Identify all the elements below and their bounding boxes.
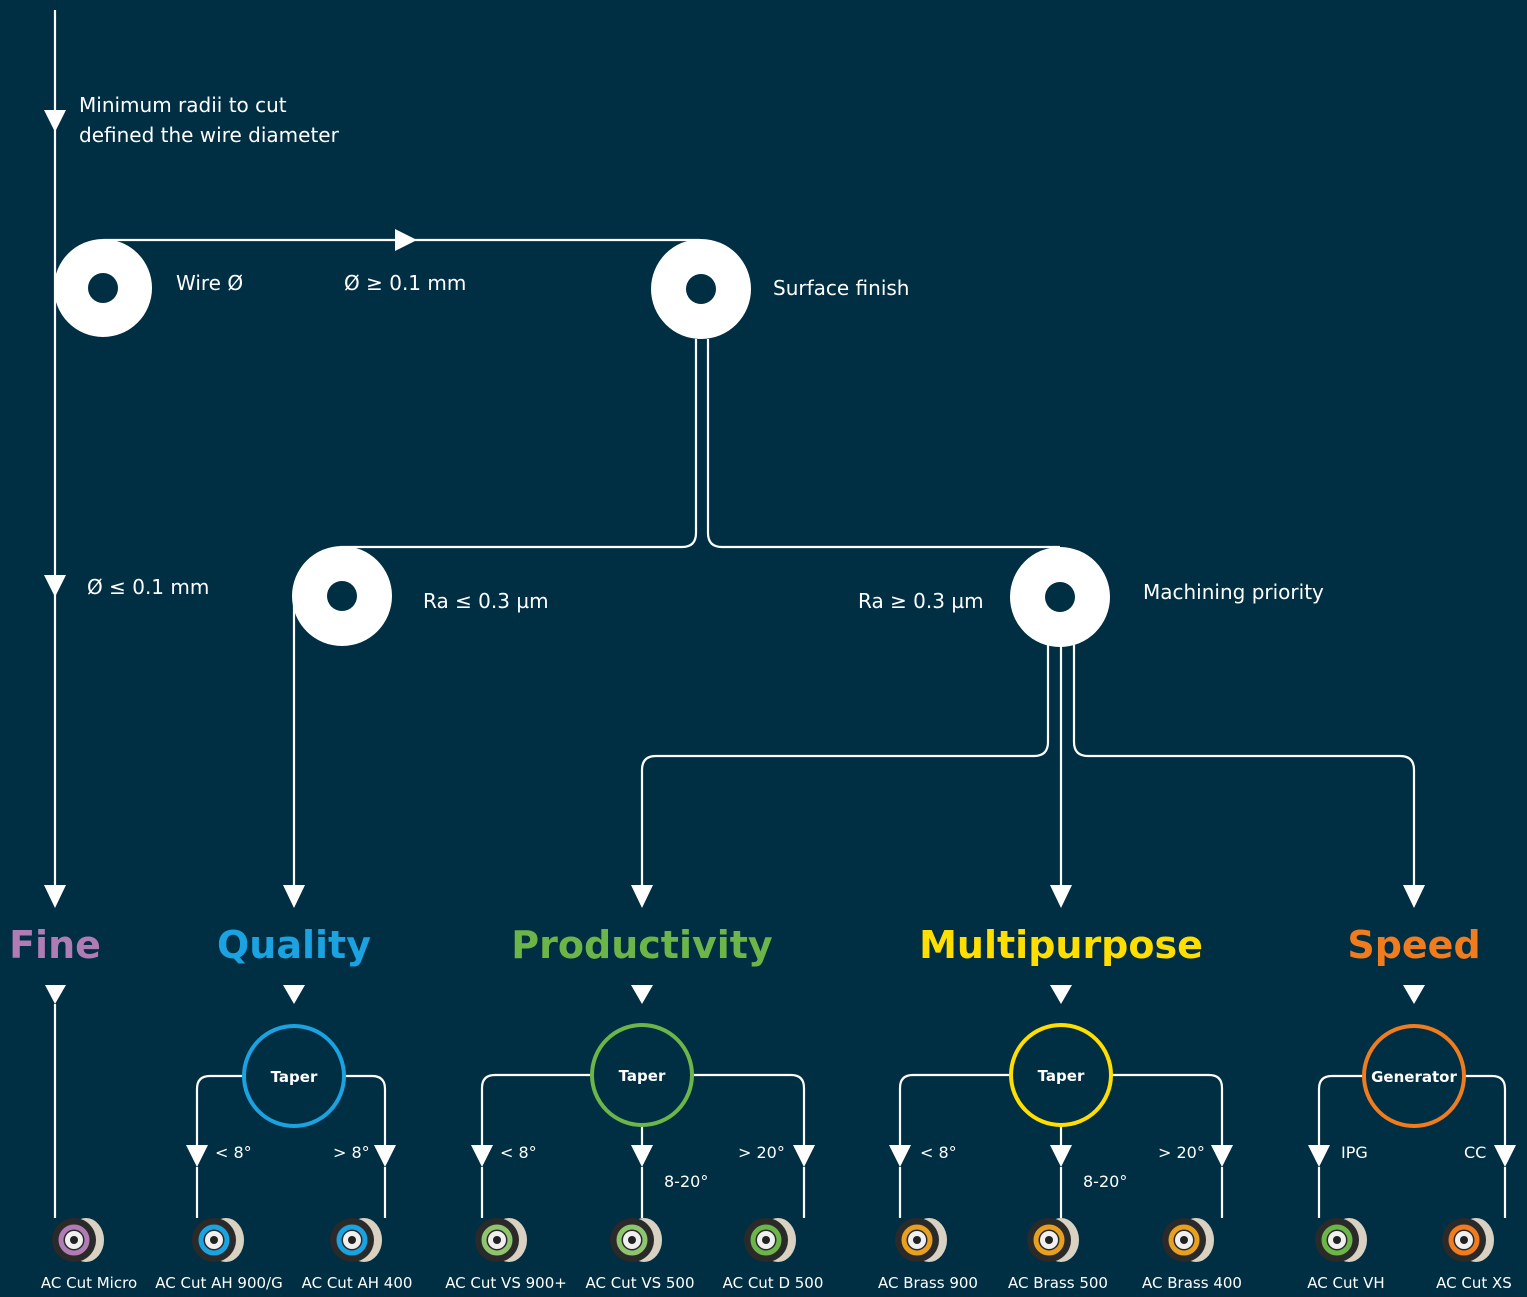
quality-node — [292, 546, 392, 646]
quality-selector-label: Taper — [271, 1068, 318, 1086]
quality-option-lt8: < 8° — [215, 1143, 252, 1162]
machining-node — [1010, 547, 1110, 647]
quality-node-label: Ra ≤ 0.3 µm — [423, 589, 549, 613]
edge-machining-branches — [631, 645, 1425, 908]
wire-node — [54, 239, 152, 337]
product-name: AC Cut AH 900/G — [155, 1274, 283, 1292]
intro-line-1: Minimum radii to cut — [79, 93, 287, 117]
spool-icon — [1315, 1218, 1367, 1262]
speed-generator-branches — [1308, 1074, 1516, 1218]
intro-line-2: defined the wire diameter — [79, 123, 340, 147]
product-name: AC Cut D 500 — [723, 1274, 824, 1292]
spool-icon — [330, 1218, 382, 1262]
product-spools — [52, 1218, 1494, 1262]
spool-icon — [1162, 1218, 1214, 1262]
product-name: AC Cut Micro — [41, 1274, 137, 1292]
spool-icon — [192, 1218, 244, 1262]
quality-taper-branches — [186, 1074, 396, 1218]
productivity-option-8-20: 8-20° — [664, 1172, 708, 1191]
product-name: AC Cut AH 400 — [302, 1274, 413, 1292]
spool-icon — [895, 1218, 947, 1262]
product-name: AC Brass 400 — [1142, 1274, 1242, 1292]
machining-node-label: Machining priority — [1143, 580, 1324, 604]
edge-wire-large-label: Ø ≥ 0.1 mm — [344, 271, 466, 295]
category-multipurpose: Multipurpose — [919, 923, 1203, 967]
multipurpose-option-gt20: > 20° — [1158, 1143, 1205, 1162]
speed-option-ipg: IPG — [1341, 1143, 1368, 1162]
spool-icon — [1027, 1218, 1079, 1262]
ra-high-label: Ra ≥ 0.3 µm — [858, 589, 984, 613]
product-name: AC Cut VS 900+ — [445, 1274, 567, 1292]
category-speed: Speed — [1347, 923, 1480, 967]
surface-node-label: Surface finish — [773, 276, 909, 300]
multipurpose-taper-selector — [1009, 1023, 1113, 1127]
productivity-option-lt8: < 8° — [500, 1143, 537, 1162]
wire-node-label: Wire Ø — [176, 271, 243, 295]
productivity-taper-branches — [471, 1073, 815, 1218]
product-name: AC Cut VH — [1307, 1274, 1384, 1292]
edge-wire-small-label: Ø ≤ 0.1 mm — [87, 575, 209, 599]
multipurpose-taper-branches — [889, 1073, 1233, 1218]
spool-icon — [52, 1218, 104, 1262]
category-quality: Quality — [217, 923, 371, 967]
product-name: AC Brass 500 — [1008, 1274, 1108, 1292]
surface-node — [651, 239, 751, 339]
trunk-line — [44, 10, 66, 908]
edge-surface-branches — [340, 339, 1060, 549]
category-productivity: Productivity — [511, 923, 773, 967]
speed-generator-selector — [1362, 1024, 1466, 1128]
productivity-option-gt20: > 20° — [738, 1143, 785, 1162]
productivity-selector-label: Taper — [619, 1067, 666, 1085]
speed-option-cc: CC — [1464, 1143, 1486, 1162]
spool-icon — [475, 1218, 527, 1262]
spool-icon — [1442, 1218, 1494, 1262]
spool-icon — [610, 1218, 662, 1262]
speed-selector-label: Generator — [1371, 1068, 1457, 1086]
multipurpose-option-8-20: 8-20° — [1083, 1172, 1127, 1191]
edge-quality-down — [283, 600, 305, 908]
spool-icon — [744, 1218, 796, 1262]
product-name: AC Cut XS — [1436, 1274, 1512, 1292]
multipurpose-selector-label: Taper — [1038, 1067, 1085, 1085]
product-name: AC Cut VS 500 — [585, 1274, 694, 1292]
category-arrows — [45, 985, 1425, 1004]
edge-wire-surface — [103, 229, 700, 251]
category-fine: Fine — [9, 923, 101, 967]
multipurpose-option-lt8: < 8° — [920, 1143, 957, 1162]
product-name: AC Brass 900 — [878, 1274, 978, 1292]
productivity-taper-selector — [590, 1023, 694, 1127]
quality-taper-selector — [242, 1024, 346, 1128]
quality-option-gt8: > 8° — [333, 1143, 370, 1162]
